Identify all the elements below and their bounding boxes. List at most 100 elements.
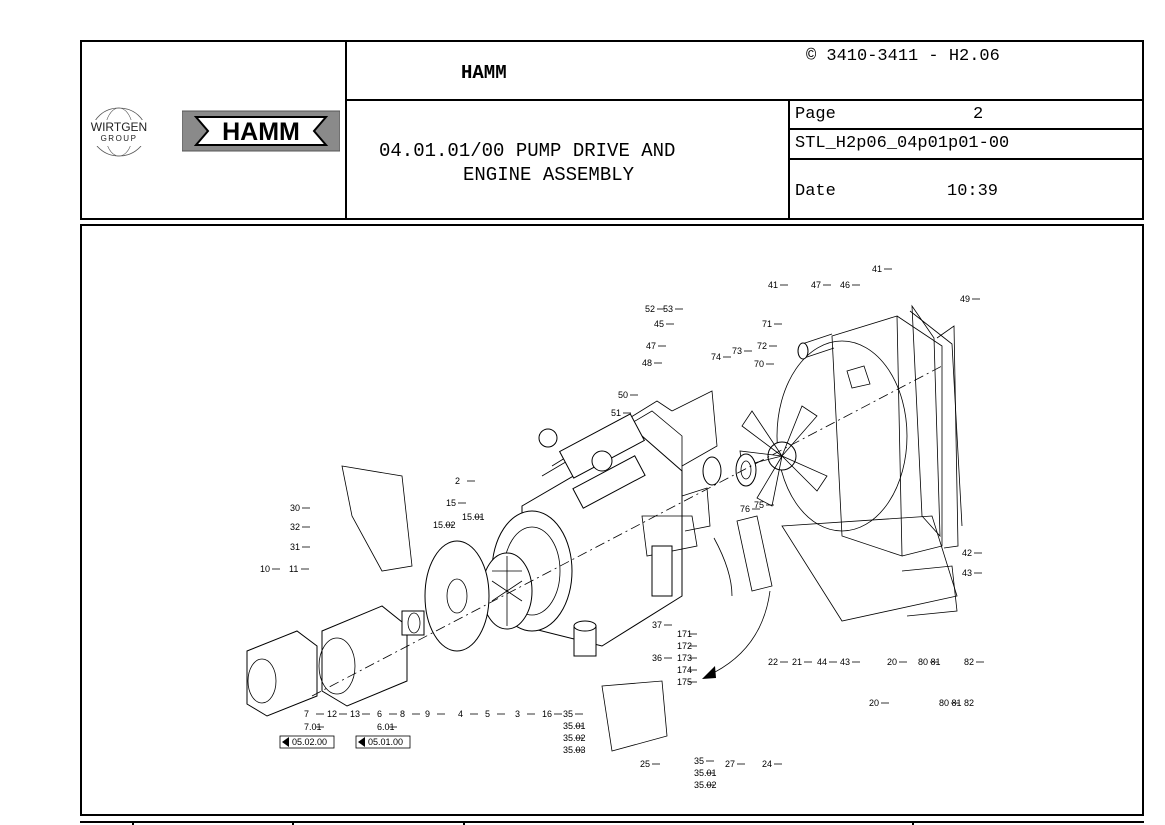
part-label-42: 6.01	[377, 722, 395, 732]
part-label-65: 35.02	[694, 780, 717, 790]
part-label-19: 15	[446, 498, 456, 508]
part-label-49: 35	[563, 709, 573, 719]
part-label-25: 11	[289, 564, 298, 574]
part-label-10: 71	[762, 319, 772, 329]
part-label-20: 15.02	[433, 520, 456, 530]
mounting-brackets	[341, 390, 958, 752]
arrow-head	[702, 666, 716, 679]
radiator-hoses	[797, 333, 871, 389]
part-label-38: 7.01	[304, 722, 322, 732]
part-label-18: 30	[290, 503, 300, 513]
part-label-64: 35.01	[694, 768, 717, 778]
part-label-59: 82	[964, 657, 974, 667]
part-label-60: 20	[869, 698, 879, 708]
radiator-shroud	[776, 310, 963, 557]
part-label-62: 25	[640, 759, 650, 769]
pulley-parts	[702, 453, 757, 487]
part-label-34: 174	[677, 665, 692, 675]
part-label-14: 74	[711, 352, 721, 362]
part-label-30: 37	[652, 620, 662, 630]
part-label-52: 35.03	[563, 745, 586, 755]
hamm-logo-text: HAMM	[222, 118, 300, 146]
part-label-50: 35.01	[563, 721, 586, 731]
header-frame	[80, 40, 1144, 220]
part-label-54: 21	[792, 657, 802, 667]
part-label-4: 49	[960, 294, 970, 304]
part-label-11: 72	[757, 341, 767, 351]
part-label-17: 2	[455, 476, 460, 486]
reference-box-1[interactable]: 05.02.00	[279, 735, 335, 749]
part-label-58: 80 81	[918, 657, 941, 667]
group-logo-text: GROUP	[101, 134, 138, 143]
page-row-divider	[788, 128, 1144, 130]
part-label-31: 171	[677, 629, 692, 639]
bottom-table-top	[80, 821, 1144, 823]
part-label-8: 47	[646, 341, 656, 351]
copyright-code: © 3410-3411 - H2.06	[806, 47, 1000, 66]
engine-mount	[573, 620, 597, 657]
bottom-col-4	[912, 821, 914, 825]
part-label-26: 76	[740, 504, 750, 514]
part-label-28: 42	[962, 548, 972, 558]
part-label-33: 173	[677, 653, 692, 663]
part-label-9: 48	[642, 358, 652, 368]
flex-plate	[424, 540, 490, 652]
part-label-41: 6	[377, 709, 382, 719]
part-label-63: 35	[694, 756, 704, 766]
part-label-15: 50	[618, 390, 628, 400]
drawing-frame	[80, 224, 1144, 816]
date-value: 10:39	[947, 182, 999, 201]
part-label-16: 51	[611, 408, 621, 418]
part-label-1: 41	[768, 280, 778, 290]
part-label-2: 47	[811, 280, 821, 290]
flywheel-housing	[481, 510, 573, 632]
fan-guard	[911, 304, 959, 549]
part-label-46: 5	[485, 709, 490, 719]
part-label-45: 4	[458, 709, 463, 719]
part-label-51: 35.02	[563, 733, 586, 743]
part-label-24: 10	[260, 564, 270, 574]
hamm-logo: HAMM	[181, 109, 341, 153]
part-label-66: 27	[725, 759, 735, 769]
part-label-0: 41	[872, 264, 882, 274]
part-label-12: 70	[754, 359, 764, 369]
page-number: 2	[973, 105, 984, 124]
document-title-line2: ENGINE ASSEMBLY	[463, 164, 635, 186]
part-label-27: 75	[754, 500, 764, 510]
cooling-fan	[739, 405, 828, 507]
bottom-col-1	[132, 821, 134, 825]
part-label-57: 20	[887, 657, 897, 667]
part-label-37: 7	[304, 709, 309, 719]
part-label-43: 8	[400, 709, 405, 719]
part-label-22: 32	[290, 522, 300, 532]
part-label-5: 52	[645, 304, 655, 314]
part-label-67: 24	[762, 759, 772, 769]
part-label-32: 172	[677, 641, 692, 651]
header-divider-left	[345, 40, 347, 220]
part-label-6: 53	[663, 304, 673, 314]
hydraulic-pumps	[246, 605, 425, 717]
part-label-29: 43	[962, 568, 972, 578]
bottom-col-2	[292, 821, 294, 825]
wirtgen-logo-text: WIRTGEN	[91, 120, 147, 134]
header-divider-top	[345, 99, 1144, 101]
wirtgen-group-logo: WIRTGEN GROUP	[88, 106, 152, 160]
part-label-7: 45	[654, 319, 664, 329]
bottom-col-3	[463, 821, 465, 825]
document-title-line1: 04.01.01/00 PUMP DRIVE AND	[379, 140, 676, 162]
part-label-35: 175	[677, 677, 692, 687]
reference-1-text: 05.02.00	[292, 737, 327, 747]
reference-box-2[interactable]: 05.01.00	[355, 735, 411, 749]
page-label: Page	[795, 105, 836, 124]
part-label-56: 43	[840, 657, 850, 667]
company-name: HAMM	[461, 62, 507, 84]
part-label-13: 73	[732, 346, 742, 356]
code-row-divider	[788, 158, 1144, 160]
part-label-47: 3	[515, 709, 520, 719]
part-label-36: 36	[652, 653, 662, 663]
rotation-arrow	[706, 590, 771, 677]
reference-2-text: 05.01.00	[368, 737, 403, 747]
part-label-23: 31	[290, 542, 300, 552]
